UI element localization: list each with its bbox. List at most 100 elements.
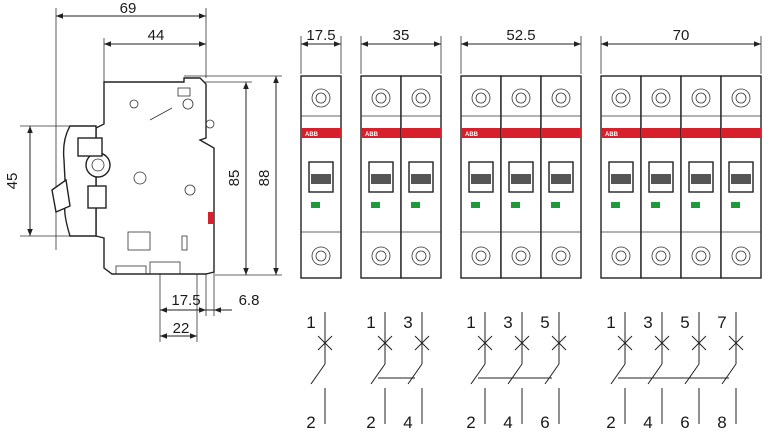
terminal-screw-inner [515,92,527,104]
cross-mark [414,335,430,351]
terminal-screw-icon [731,88,751,108]
side-view: 69 44 45 85 88 17.5 6.8 22 [4,0,282,342]
terminal-screw-icon [551,88,571,108]
brand-band [541,128,581,138]
terminal-screw-inner [375,92,387,104]
switch-blade [507,363,523,385]
terminal-screw-inner [515,250,527,262]
rivet [133,171,147,185]
terminal-screw-inner [555,250,567,262]
terminal-label-top: 1 [306,313,315,332]
terminal-label-top: 3 [643,313,652,332]
terminal-label-bottom: 2 [366,413,375,432]
breaker-side-body [95,77,215,275]
module-width-label: 70 [673,27,690,44]
brand-label: ABB [605,132,619,138]
rivet [205,119,215,129]
cross-mark [551,335,567,351]
status-indicator [411,202,420,208]
rivet [184,184,196,196]
rail-clip [149,261,181,275]
terminal-screw-icon [651,246,671,266]
front-slot [87,185,107,209]
pole-module [300,75,342,279]
brand-band [641,128,681,138]
terminal-label-top: 1 [366,313,375,332]
pole-module [500,75,542,279]
toggle-grip [371,174,391,184]
terminal-screw-inner [615,92,627,104]
dim-body-height: 85 [226,170,243,187]
dim-overall-width: 69 [120,0,137,17]
terminal-label-top: 5 [680,313,689,332]
pole-module [600,75,642,279]
brand-label: ABB [305,132,319,138]
terminal-screw-icon [731,246,751,266]
terminal-label-bottom: 8 [717,413,726,432]
terminal-screw-icon [511,246,531,266]
toggle-grip [311,174,331,184]
brand-band [401,128,441,138]
cross-mark [728,335,744,351]
rivet [182,98,194,110]
terminal-screw-icon [551,246,571,266]
cross-mark [477,335,493,351]
terminal-screw-icon [311,246,331,266]
schematic-pole: 78 [692,312,744,432]
terminal-label-bottom: 4 [503,413,512,432]
schematic-pole: 56 [655,312,707,432]
terminal-screw-inner [315,92,327,104]
terminal-screw-inner [735,92,747,104]
dim-rail-gap: 6.8 [239,292,260,309]
status-indicator [371,202,380,208]
terminal-screw-icon [471,246,491,266]
status-indicator [731,202,740,208]
brand-band [681,128,721,138]
toggle-grip [551,174,571,184]
cross-mark [691,335,707,351]
terminal-screw-icon [371,246,391,266]
module-width-label: 35 [393,27,410,44]
detail-line [149,107,173,121]
pole-module [640,75,682,279]
schematic-pole: 12 [366,312,393,432]
cross-mark [654,335,670,351]
cross-mark [377,335,393,351]
side-red-mark [208,212,214,224]
brand-band [501,128,541,138]
module-width-label: 52.5 [506,27,535,44]
toggle-grip [691,174,711,184]
terminal-label-bottom: 6 [540,413,549,432]
terminal-screw-inner [415,250,427,262]
terminal-screw-inner [475,92,487,104]
brand-band [361,128,401,138]
terminal-label-bottom: 4 [403,413,412,432]
status-indicator [311,202,320,208]
pole-module [360,75,402,279]
pole-module [720,75,762,279]
terminal-label-top: 3 [503,313,512,332]
dim-front-height: 45 [4,173,21,190]
cross-mark [617,335,633,351]
terminal-label-top: 1 [606,313,615,332]
status-indicator [651,202,660,208]
terminal-screw-inner [555,92,567,104]
schematic-pole: 34 [478,312,530,432]
toggle-grip [611,174,631,184]
terminal-label-top: 5 [540,313,549,332]
status-indicator [691,202,700,208]
rail-clip [115,265,147,275]
schematic-pole: 34 [378,312,430,432]
terminal-screw-icon [411,246,431,266]
toggle-grip [471,174,491,184]
terminal-screw-icon [611,88,631,108]
terminal-screw-icon [691,88,711,108]
switch-blade [544,363,560,385]
terminal-label-bottom: 2 [306,413,315,432]
terminal-label-bottom: 2 [466,413,475,432]
terminal-screw-inner [695,92,707,104]
